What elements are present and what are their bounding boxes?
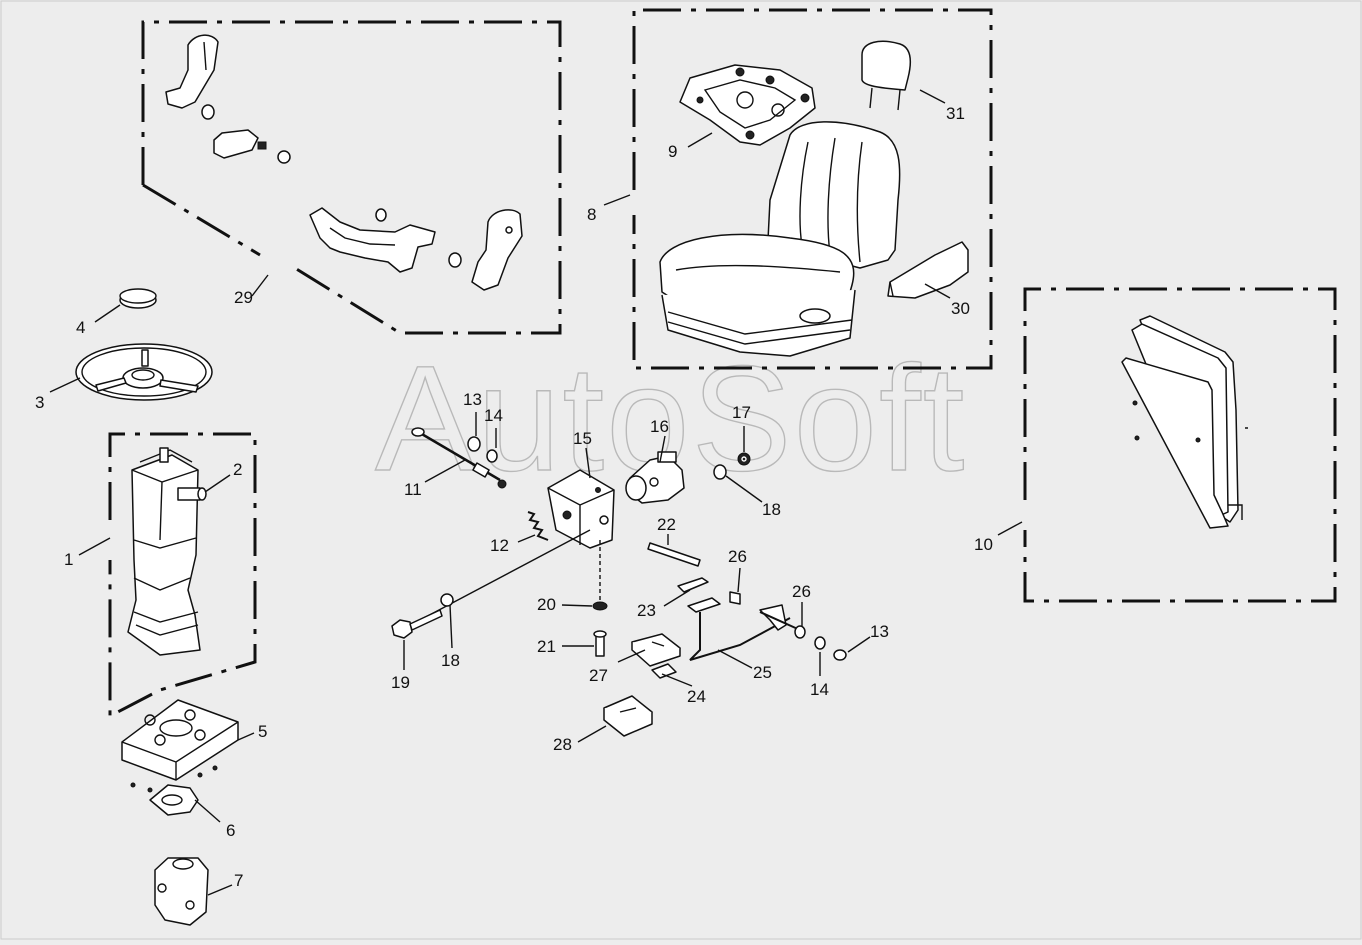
label-part-23: 23 <box>637 601 656 620</box>
label-part-15: 15 <box>573 429 592 448</box>
label-part-26-left: 26 <box>728 547 747 566</box>
steering-column-assembly <box>127 447 207 656</box>
label-part-27: 27 <box>589 666 608 685</box>
label-part-2: 2 <box>233 460 242 479</box>
label-part-17: 17 <box>732 403 751 422</box>
side-panel-assembly <box>1121 315 1248 529</box>
label-part-3: 3 <box>35 393 44 412</box>
label-part-31: 31 <box>946 104 965 123</box>
seat-belt-assembly <box>165 34 523 291</box>
label-part-7: 7 <box>234 871 243 890</box>
label-part-28: 28 <box>553 735 572 754</box>
label-part-18-lower: 18 <box>441 651 460 670</box>
label-part-20: 20 <box>537 595 556 614</box>
label-part-14-upper: 14 <box>484 406 503 425</box>
label-part-1: 1 <box>64 550 73 569</box>
label-part-10: 10 <box>974 535 993 554</box>
label-part-6: 6 <box>226 821 235 840</box>
label-part-16: 16 <box>650 417 669 436</box>
part-labels: 1 2 3 4 5 6 7 8 9 10 11 12 13 13 14 14 1… <box>35 104 993 890</box>
central-linkage <box>391 427 847 737</box>
label-part-12: 12 <box>490 536 509 555</box>
label-part-5: 5 <box>258 722 267 741</box>
seat-assembly <box>659 40 969 357</box>
leader-lines <box>49 89 1023 896</box>
label-part-19: 19 <box>391 673 410 692</box>
label-part-29: 29 <box>234 288 253 307</box>
label-part-25: 25 <box>753 663 772 682</box>
label-part-30: 30 <box>951 299 970 318</box>
label-part-22: 22 <box>657 515 676 534</box>
label-part-13-lower: 13 <box>870 622 889 641</box>
label-part-11: 11 <box>404 480 422 499</box>
label-part-14-lower: 14 <box>810 680 829 699</box>
steering-valve-assembly <box>121 699 239 926</box>
label-part-26-right: 26 <box>792 582 811 601</box>
label-part-9: 9 <box>668 142 677 161</box>
label-part-4: 4 <box>76 318 85 337</box>
group-frame-29 <box>141 20 562 335</box>
label-part-8: 8 <box>587 205 596 224</box>
group-frame-10 <box>1023 287 1337 603</box>
label-part-21: 21 <box>537 637 556 656</box>
steering-wheel-assembly <box>75 288 213 401</box>
label-part-13-upper: 13 <box>463 390 482 409</box>
group-frame-1 <box>108 432 257 719</box>
label-part-18-upper: 18 <box>762 500 781 519</box>
label-part-24: 24 <box>687 687 706 706</box>
group-frame-8 <box>632 8 993 370</box>
